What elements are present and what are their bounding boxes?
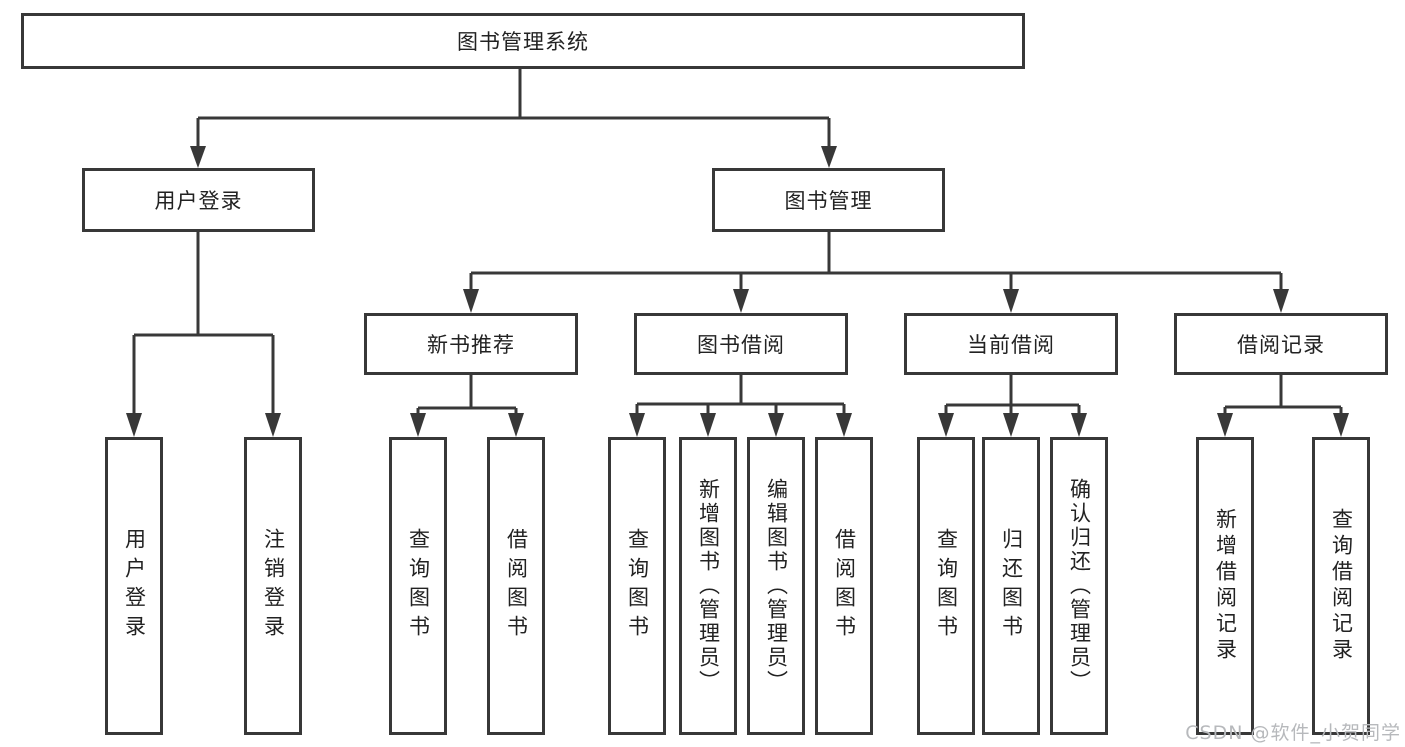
leaf-borrow-add-admin-label: 新增图书（管理员） xyxy=(696,478,721,694)
leaf-borrow-book: 借阅图书 xyxy=(815,437,873,735)
connector-book-mgmt-to-level2 xyxy=(463,232,1289,313)
leaf-current-query: 查询图书 xyxy=(917,437,975,735)
arrow-down-icon xyxy=(1003,413,1019,437)
connector-borrow-record-leaves xyxy=(1217,375,1349,437)
node-user-login-label: 用户登录 xyxy=(154,189,243,213)
node-current-borrow-label: 当前借阅 xyxy=(967,333,1055,357)
arrow-down-icon xyxy=(700,413,716,437)
node-book-borrow-label: 图书借阅 xyxy=(697,333,785,357)
node-new-book-recommend-label: 新书推荐 xyxy=(427,333,515,357)
leaf-borrow-add-admin: 新增图书（管理员） xyxy=(679,437,737,735)
leaf-newbook-query-label: 查询图书 xyxy=(406,528,431,644)
node-borrow-record: 借阅记录 xyxy=(1174,313,1388,375)
leaf-newbook-borrow: 借阅图书 xyxy=(487,437,545,735)
node-book-mgmt-label: 图书管理 xyxy=(784,189,873,213)
node-root: 图书管理系统 xyxy=(21,13,1025,69)
leaf-current-query-label: 查询图书 xyxy=(934,528,959,644)
arrow-down-icon xyxy=(265,413,281,437)
arrow-down-icon xyxy=(1273,289,1289,313)
arrow-down-icon xyxy=(1003,289,1019,313)
watermark: CSDN @软件_小贺同学 xyxy=(1185,722,1401,744)
arrow-down-icon xyxy=(126,413,142,437)
arrow-down-icon xyxy=(836,413,852,437)
arrow-down-icon xyxy=(410,413,426,437)
leaf-user-login: 用户登录 xyxy=(105,437,163,735)
node-new-book-recommend: 新书推荐 xyxy=(364,313,578,375)
connector-root-to-level1 xyxy=(190,69,837,168)
leaf-borrow-book-label: 借阅图书 xyxy=(832,528,857,644)
leaf-newbook-borrow-label: 借阅图书 xyxy=(504,528,529,644)
connector-user-login-leaves xyxy=(126,232,281,437)
arrow-down-icon xyxy=(629,413,645,437)
arrow-down-icon xyxy=(1217,413,1233,437)
arrow-down-icon xyxy=(938,413,954,437)
leaf-logout: 注销登录 xyxy=(244,437,302,735)
leaf-record-query: 查询借阅记录 xyxy=(1312,437,1370,735)
leaf-record-add-label: 新增借阅记录 xyxy=(1213,508,1238,664)
node-user-login: 用户登录 xyxy=(82,168,315,232)
leaf-record-add: 新增借阅记录 xyxy=(1196,437,1254,735)
leaf-borrow-query: 查询图书 xyxy=(608,437,666,735)
node-current-borrow: 当前借阅 xyxy=(904,313,1118,375)
leaf-newbook-query: 查询图书 xyxy=(389,437,447,735)
leaf-user-login-label: 用户登录 xyxy=(122,528,147,644)
arrow-down-icon xyxy=(768,413,784,437)
leaf-return-book: 归还图书 xyxy=(982,437,1040,735)
arrow-down-icon xyxy=(1071,413,1087,437)
leaf-confirm-return-admin: 确认归还（管理员） xyxy=(1050,437,1108,735)
leaf-return-book-label: 归还图书 xyxy=(999,528,1024,644)
node-root-label: 图书管理系统 xyxy=(457,30,589,54)
arrow-down-icon xyxy=(508,413,524,437)
leaf-record-query-label: 查询借阅记录 xyxy=(1329,508,1354,664)
node-book-mgmt: 图书管理 xyxy=(712,168,945,232)
arrow-down-icon xyxy=(463,289,479,313)
arrow-down-icon xyxy=(821,146,837,168)
leaf-borrow-edit-admin-label: 编辑图书（管理员） xyxy=(764,478,789,694)
arrow-down-icon xyxy=(1333,413,1349,437)
leaf-borrow-edit-admin: 编辑图书（管理员） xyxy=(747,437,805,735)
connector-book-borrow-leaves xyxy=(629,375,852,437)
connector-new-book-leaves xyxy=(410,375,524,437)
node-book-borrow: 图书借阅 xyxy=(634,313,848,375)
arrow-down-icon xyxy=(190,146,206,168)
leaf-confirm-return-admin-label: 确认归还（管理员） xyxy=(1067,478,1092,694)
leaf-borrow-query-label: 查询图书 xyxy=(625,528,650,644)
node-borrow-record-label: 借阅记录 xyxy=(1237,333,1325,357)
leaf-logout-label: 注销登录 xyxy=(261,528,286,644)
arrow-down-icon xyxy=(733,289,749,313)
connector-current-borrow-leaves xyxy=(938,375,1087,437)
